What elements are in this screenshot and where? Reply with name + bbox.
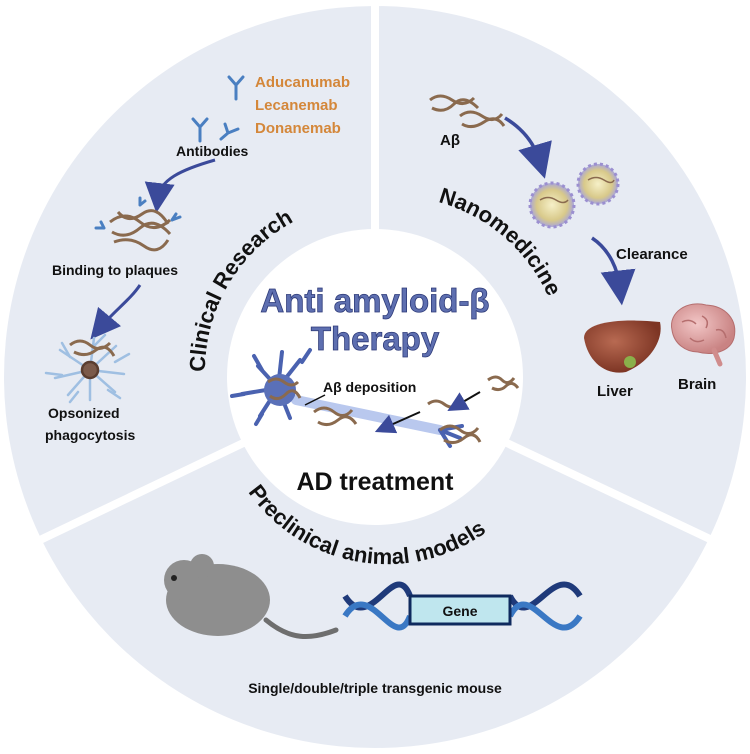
opsonized-label-1: Opsonized <box>48 405 120 421</box>
arrow-antibody-to-plaque <box>144 158 216 213</box>
liver-label: Liver <box>597 383 633 400</box>
mouse-label: Single/double/triple transgenic mouse <box>248 680 502 696</box>
liver-icon <box>584 320 661 373</box>
center-title-line2: Therapy <box>311 320 440 357</box>
clearance-label: Clearance <box>616 246 688 263</box>
deposition-pointer <box>304 394 326 406</box>
bound-plaque-icon <box>94 196 182 252</box>
binding-label: Binding to plaques <box>52 262 178 278</box>
arrow-plaque-a <box>447 391 481 412</box>
deposition-label: Aβ deposition <box>323 379 416 395</box>
arrow-abeta-to-nanoparticle <box>504 116 552 179</box>
brain-icon <box>671 303 736 367</box>
nanoparticle-icon <box>528 162 620 229</box>
center-disc <box>227 229 523 525</box>
microglia-icon <box>44 333 131 404</box>
divider-right <box>488 431 714 544</box>
divider-left <box>38 431 262 544</box>
gene-box <box>408 594 512 626</box>
arrow-nanoparticle-to-organs <box>590 236 636 306</box>
drug-lecanemab: Lecanemab <box>255 97 338 114</box>
engulfed-plaque-icon <box>69 339 116 357</box>
abeta-label: Aβ <box>440 132 460 149</box>
center-title-line1: Anti amyloid-β <box>260 282 489 319</box>
drug-aducanumab: Aducanumab <box>255 74 350 91</box>
brain-label: Brain <box>678 376 716 393</box>
antibody-icon <box>191 75 245 143</box>
drug-donanemab: Donanemab <box>255 120 341 137</box>
dna-helix-icon <box>342 581 583 631</box>
gene-label: Gene <box>442 603 477 619</box>
abeta-plaque-icon <box>429 94 506 129</box>
mouse-icon <box>164 554 339 640</box>
treatment-label: AD treatment <box>297 468 455 496</box>
arrow-plaque-b <box>374 411 421 434</box>
arrow-plaque-to-phagocytosis <box>90 284 142 340</box>
antibodies-label: Antibodies <box>176 143 249 159</box>
opsonized-label-2: phagocytosis <box>45 427 135 443</box>
